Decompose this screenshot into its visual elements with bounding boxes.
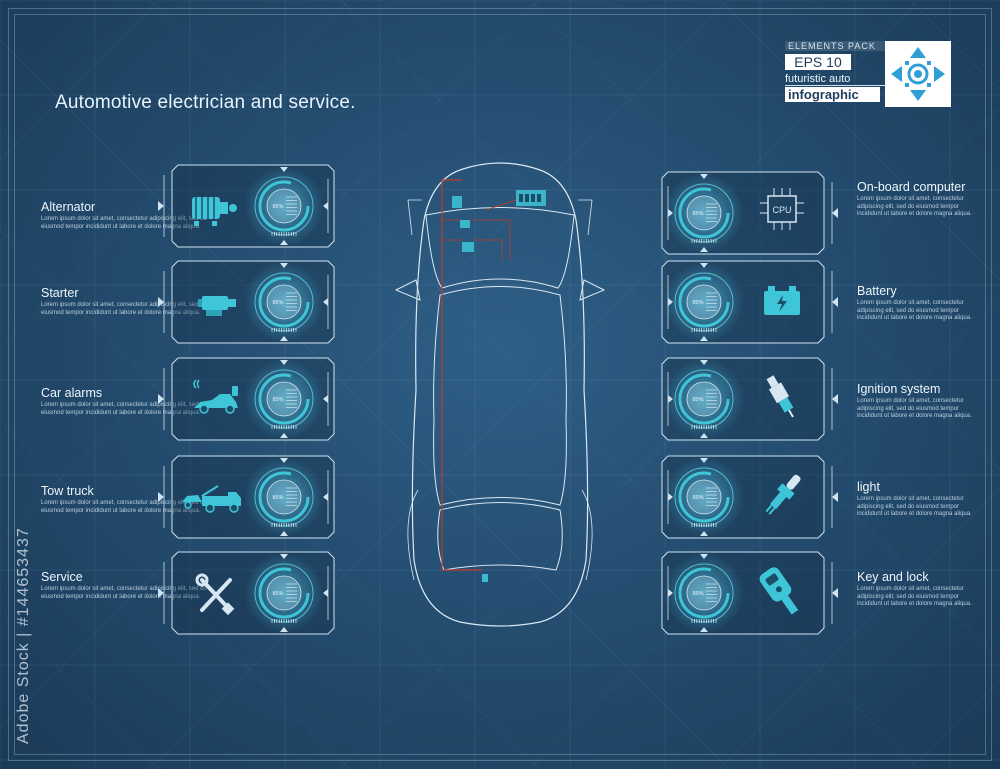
- panel-frame: 85%: [661, 551, 838, 635]
- gauge-value: 85%: [692, 397, 703, 403]
- item-car-alarms: Car alarms Lorem ipsum dolor sit amet, c…: [41, 386, 211, 417]
- item-battery: Battery Lorem ipsum dolor sit amet, cons…: [857, 284, 982, 323]
- cpu-chip-label: CPU: [772, 205, 791, 215]
- panel-frame: 85%: [661, 357, 838, 441]
- panel-frame: 85%: [158, 455, 335, 539]
- panel-alternator: 85%: [158, 164, 335, 248]
- outer-frame: [8, 8, 992, 761]
- panel-frame: 85%: [661, 455, 838, 539]
- item-name: Tow truck: [41, 484, 94, 498]
- arrows-logo-icon: [885, 41, 951, 107]
- badge-line-4: infographic: [785, 87, 880, 102]
- battery-icon: [764, 286, 800, 315]
- item-description: Lorem ipsum dolor sit amet, consectetur …: [857, 398, 972, 419]
- panel-tow-truck: 85%: [158, 455, 335, 539]
- panel-battery: 85%: [661, 260, 838, 344]
- item-description: Lorem ipsum dolor sit amet, consectetur …: [857, 496, 972, 517]
- gauge-value: 85%: [272, 495, 283, 501]
- elements-pack-badge: ELEMENTS PACK EPS 10 futuristic auto inf…: [785, 41, 965, 111]
- tow-truck-icon: [182, 485, 241, 513]
- panel-on-board-computer: 85% CPU: [661, 171, 838, 255]
- item-name: Service: [41, 570, 83, 584]
- stock-watermark: Adobe Stock | #144653437: [9, 520, 39, 760]
- item-description: Lorem ipsum dolor sit amet, consectetur …: [41, 402, 207, 416]
- item-description: Lorem ipsum dolor sit amet, consectetur …: [857, 586, 972, 607]
- item-name: On-board computer: [857, 180, 966, 194]
- badge-line-2: EPS 10: [785, 54, 851, 70]
- item-name: light: [857, 480, 880, 494]
- page-title: Automotive electrician and service.: [55, 92, 356, 113]
- item-alternator: Alternator Lorem ipsum dolor sit amet, c…: [41, 200, 211, 231]
- panel-light: 85%: [661, 455, 838, 539]
- gauge-value: 85%: [272, 397, 283, 403]
- wrench-screwdriver-icon: [195, 573, 235, 616]
- item-name: Key and lock: [857, 570, 929, 584]
- panel-starter: 85%: [158, 260, 335, 344]
- gauge-value: 85%: [272, 591, 283, 597]
- item-light: light Lorem ipsum dolor sit amet, consec…: [857, 480, 982, 519]
- panel-ignition-system: 85%: [661, 357, 838, 441]
- panel-car-alarms: 85%: [158, 357, 335, 441]
- item-description: Lorem ipsum dolor sit amet, consectetur …: [41, 586, 207, 600]
- inner-frame: [14, 14, 986, 755]
- panel-frame: 85%: [158, 357, 335, 441]
- gauge-value: 85%: [272, 300, 283, 306]
- item-tow-truck: Tow truck Lorem ipsum dolor sit amet, co…: [41, 484, 211, 515]
- item-on-board-computer: On-board computer Lorem ipsum dolor sit …: [857, 180, 982, 219]
- item-description: Lorem ipsum dolor sit amet, consectetur …: [41, 216, 207, 230]
- panel-frame: 85%: [158, 164, 335, 248]
- panel-frame: 85%: [661, 260, 838, 344]
- gauge-value: 85%: [272, 204, 283, 210]
- spark-plug-icon: [766, 375, 794, 418]
- car-alarm-icon: [193, 379, 238, 414]
- badge-line-1: ELEMENTS PACK: [785, 41, 885, 51]
- bulb-icon: [765, 474, 801, 515]
- gauge-value: 85%: [692, 211, 703, 217]
- item-service: Service Lorem ipsum dolor sit amet, cons…: [41, 570, 211, 601]
- item-name: Ignition system: [857, 382, 941, 396]
- car-outline: [390, 160, 610, 630]
- cpu-icon: CPU: [760, 188, 804, 230]
- alternator-icon: [192, 197, 237, 226]
- item-ignition-system: Ignition system Lorem ipsum dolor sit am…: [857, 382, 982, 421]
- item-description: Lorem ipsum dolor sit amet, consectetur …: [41, 500, 207, 514]
- item-description: Lorem ipsum dolor sit amet, consectetur …: [857, 300, 972, 321]
- panel-frame: 85%: [661, 171, 838, 255]
- item-key-and-lock: Key and lock Lorem ipsum dolor sit amet,…: [857, 570, 982, 609]
- gauge-value: 85%: [692, 495, 703, 501]
- item-name: Battery: [857, 284, 897, 298]
- watermark-text: Adobe Stock | #144653437: [15, 527, 32, 744]
- badge-line-3: futuristic auto: [785, 73, 885, 86]
- panel-frame: 85%: [158, 551, 335, 635]
- item-name: Alternator: [41, 200, 96, 214]
- gauge-value: 85%: [692, 591, 703, 597]
- starter-icon: [198, 296, 236, 316]
- panel-key-and-lock: 85%: [661, 551, 838, 635]
- item-description: Lorem ipsum dolor sit amet, consectetur …: [857, 196, 972, 217]
- panel-service: 85%: [158, 551, 335, 635]
- item-starter: Starter Lorem ipsum dolor sit amet, cons…: [41, 286, 211, 317]
- panel-frame: 85%: [158, 260, 335, 344]
- item-name: Starter: [41, 286, 79, 300]
- item-name: Car alarms: [41, 386, 103, 400]
- car-key-icon: [759, 567, 799, 615]
- gauge-value: 85%: [692, 300, 703, 306]
- item-description: Lorem ipsum dolor sit amet, consectetur …: [41, 302, 207, 316]
